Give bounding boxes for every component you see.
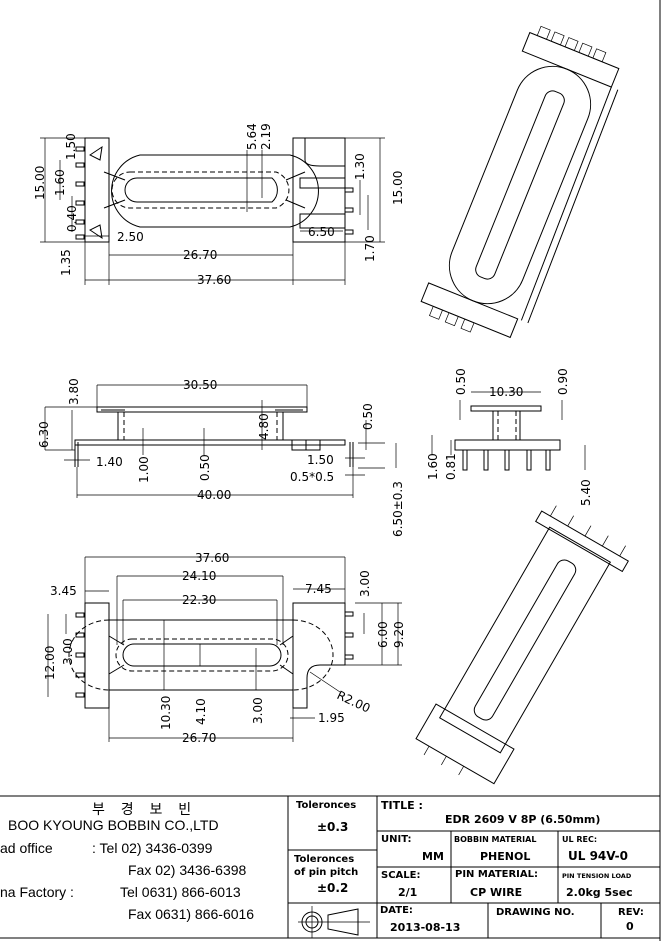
outer-winding [111, 154, 319, 228]
dim-top-offset: 1.50 [64, 133, 78, 160]
title-label: TITLE : [381, 799, 423, 812]
dim-end-right-thk: 0.90 [556, 368, 570, 395]
pin-material-label: PIN MATERIAL: [455, 869, 538, 880]
dim-span-left: 12.00 [43, 646, 57, 680]
drawing-no-label: DRAWING NO. [496, 907, 575, 918]
head-office-label: ad office [0, 840, 53, 856]
dim-total-height: 6.30 [37, 421, 51, 448]
rev-label: REV: [618, 907, 644, 918]
dim-left-flange: 3.45 [50, 584, 77, 598]
dim-pin-gap: 1.30 [353, 153, 367, 180]
pin-tension-value: 2.0kg 5sec [566, 886, 633, 899]
dim-pin-len: 1.50 [307, 453, 334, 467]
dim-overall: 40.00 [197, 488, 231, 502]
isometric-view-top [420, 25, 620, 339]
dim-overall-length: 37.60 [197, 273, 231, 287]
rev-value: 0 [626, 920, 634, 933]
dim-right-thk: 0.50 [361, 403, 375, 430]
head-office-fax: Fax 02) 3436-6398 [128, 862, 247, 878]
end-view [431, 391, 586, 471]
dim-end-pin: 5.40 [579, 479, 593, 506]
dim-end-base: 0.81 [444, 453, 458, 480]
company-name: BOO KYOUNG BOBBIN CO.,LTD [8, 817, 219, 833]
factory-tel: Tel 0631) 866-6013 [120, 884, 241, 900]
bobbin-material-label: BOBBIN MATERIAL [454, 835, 537, 844]
dim-end-width: 10.30 [489, 385, 523, 399]
dim-pin-b: 0.40 [65, 205, 79, 232]
dim-end-left-thk: 0.50 [454, 368, 468, 395]
dim-pin-offset: 1.40 [96, 455, 123, 469]
ul-rec-value: UL 94V-0 [568, 849, 629, 863]
pin-material-value: CP WIRE [470, 886, 523, 899]
dim-span-right-b: 9.20 [392, 621, 406, 648]
tolerance-label: Toleronces [296, 800, 357, 811]
bottom-view [47, 556, 402, 742]
dim-top-height: 3.80 [67, 378, 81, 405]
side-view [44, 384, 397, 498]
dim-bottom-offset: 1.35 [59, 249, 73, 276]
dim-core-height: 4.80 [257, 413, 271, 440]
scale-value: 2/1 [398, 886, 418, 899]
dim-slot-outer: 5.64 [245, 123, 259, 150]
factory-fax: Fax 0631) 866-6016 [128, 906, 255, 922]
dim-pin-height: 6.50±0.3 [391, 481, 405, 537]
date-label: DATE: [380, 905, 413, 916]
dim-base-thk: 1.00 [137, 456, 151, 483]
head-office-tel: : Tel 02) 3436-0399 [92, 840, 213, 856]
dim-foot: 1.95 [318, 711, 345, 725]
dim-top-height-left: 15.00 [33, 166, 47, 200]
third-angle-projection-icon [298, 906, 370, 938]
bottom-view-pins [75, 611, 354, 698]
title-value: EDR 2609 V 8P (6.50mm) [445, 813, 601, 826]
dim-flange-left: 2.50 [117, 230, 144, 244]
date-value: 2013-08-13 [390, 921, 461, 934]
unit-label: UNIT: [381, 834, 412, 845]
left-pins [75, 145, 103, 240]
inner-slot [124, 177, 278, 203]
isometric-view-bottom [415, 505, 629, 785]
dim-pin-section: 0.5*0.5 [290, 470, 334, 484]
dim-span-right-a: 6.00 [376, 621, 390, 648]
dim-top-height-right: 15.00 [391, 171, 405, 205]
scale-label: SCALE: [381, 870, 421, 881]
dim-window-outer: 24.10 [182, 569, 216, 583]
dim-end-flange: 1.60 [426, 453, 440, 480]
tolerance-value: ±0.3 [317, 820, 349, 834]
dim-core-length: 26.70 [183, 248, 217, 262]
ul-rec-label: UL REC: [562, 835, 598, 844]
dim-right-flange: 6.50 [308, 225, 335, 239]
dim-slot-width: 4.10 [194, 698, 208, 725]
dim-core-width: 10.30 [159, 696, 173, 730]
company-korean-name: 부 경 보 빈 [92, 801, 198, 817]
dim-core-length-b: 26.70 [182, 731, 216, 745]
pin-tension-label: PIN TENSION LOAD [562, 872, 632, 880]
dim-pitch-left: 3.00 [61, 638, 75, 665]
pin-pitch-tolerance-label-1: Toleronces [294, 854, 355, 865]
dim-pin-a: 1.60 [53, 169, 67, 196]
dim-bottom-overall: 37.60 [195, 551, 229, 565]
bobbin-material-value: PHENOL [480, 850, 531, 863]
factory-label: na Factory : [0, 884, 74, 900]
unit-value: MM [422, 850, 444, 863]
dim-window-inner: 22.30 [182, 593, 216, 607]
right-pins [299, 177, 354, 235]
dim-pin-bottom: 1.70 [363, 235, 377, 262]
dim-right-flange-b: 7.45 [305, 582, 332, 596]
top-view [40, 137, 385, 285]
dim-slot-inner: 2.19 [259, 123, 273, 150]
dim-slot-inner-b: 3.00 [251, 697, 265, 724]
left-flange [84, 137, 110, 243]
hidden-slot [111, 171, 290, 209]
pin-pitch-tolerance-label-2: of pin pitch [294, 867, 359, 878]
dim-top-width: 30.50 [183, 378, 217, 392]
pin-pitch-tolerance-value: ±0.2 [317, 881, 349, 895]
dim-pitch-right: 3.00 [358, 570, 372, 597]
dim-wall: 0.50 [198, 454, 212, 481]
title-block-grid [0, 795, 660, 939]
